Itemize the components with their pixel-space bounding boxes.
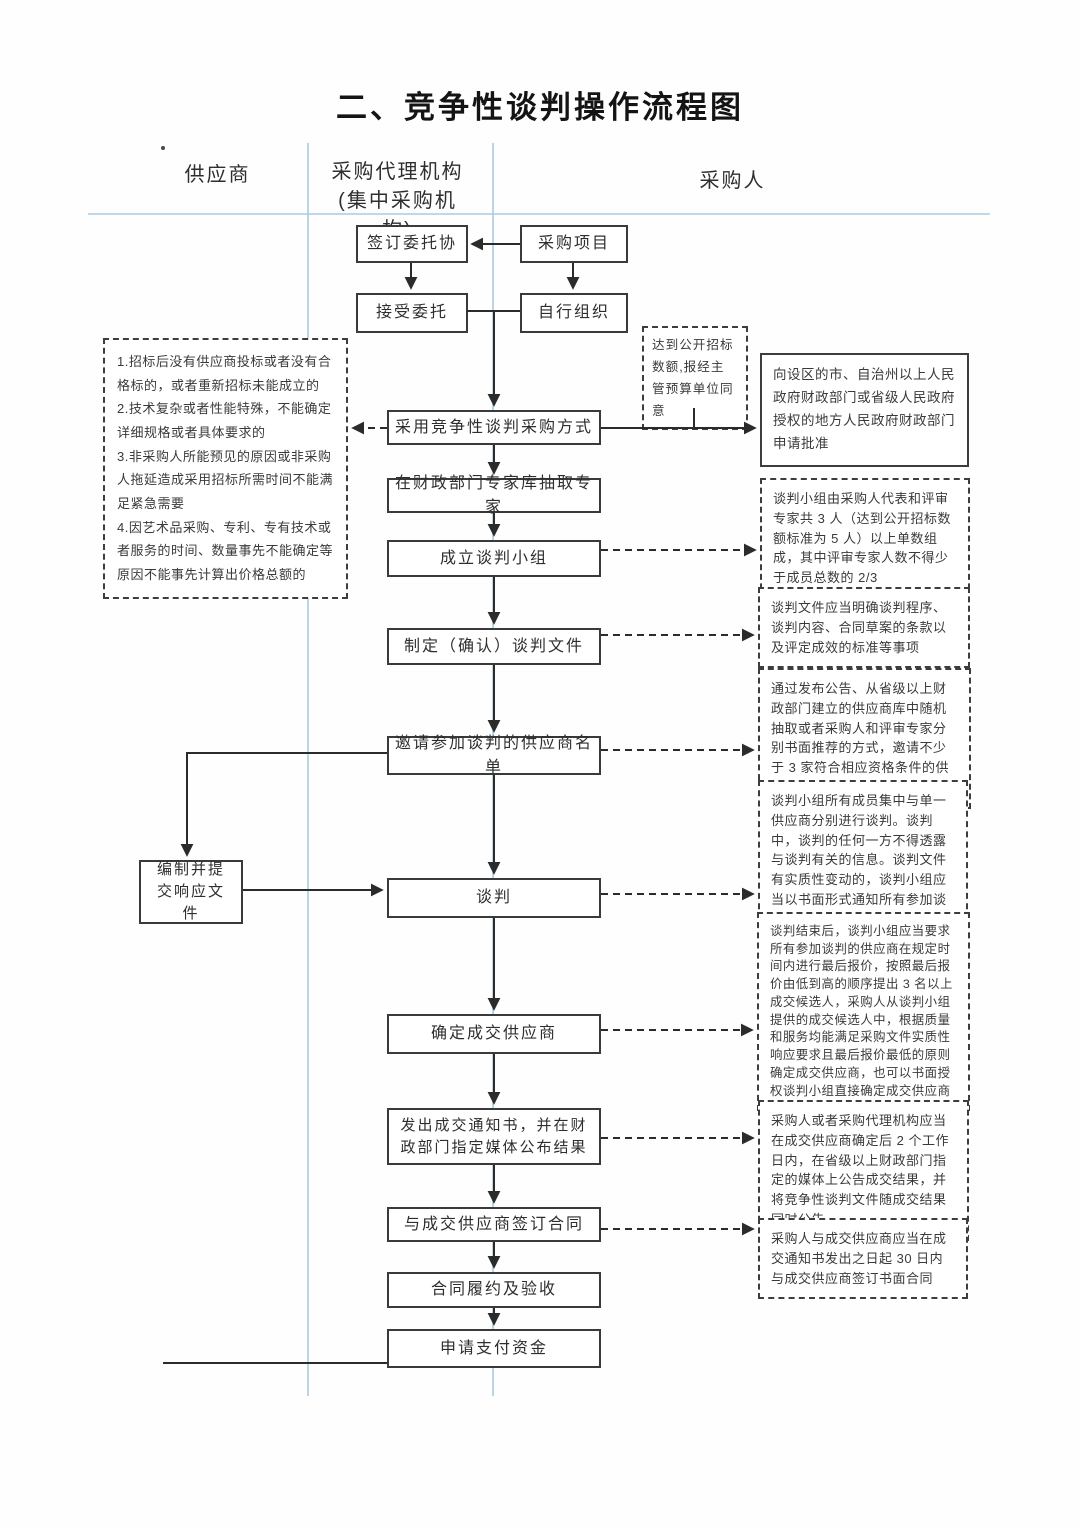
node-invite-list: 邀请参加谈判的供应商名单 <box>387 735 601 776</box>
node-form-team: 成立谈判小组 <box>387 540 601 577</box>
lane-label-agency-line1: 采购代理机构 <box>331 161 464 183</box>
condition-item: 1.招标后没有供应商投标或者没有合格标的，或者重新招标未能成立的 <box>117 354 332 393</box>
note-over-threshold: 达到公开招标数额,报经主管预算单位同意 <box>642 326 748 431</box>
node-make-docs: 制定（确认）谈判文件 <box>387 628 601 665</box>
condition-item: 3.非采购人所能预见的原因或非采购人拖延造成采用招标所需时间不能满足紧急需要 <box>117 448 334 511</box>
node-determine-winner: 确定成交供应商 <box>387 1014 601 1054</box>
node-request-payment: 申请支付资金 <box>387 1329 601 1368</box>
note-doc-requirements: 谈判文件应当明确谈判程序、谈判内容、合同草案的条款以及评定成效的标准等事项 <box>758 587 970 669</box>
note-final-quote-rules: 谈判结束后，谈判小组应当要求所有参加谈判的供应商在规定时间内进行最后报价，按照最… <box>757 912 970 1112</box>
node-project: 采购项目 <box>520 225 628 263</box>
node-perform-accept: 合同履约及验收 <box>387 1272 601 1308</box>
lane-label-supplier: 供应商 <box>184 164 251 186</box>
condition-item: 4.因艺术品采购、专利、专有技术或者服务的时间、数量事先不能确定等原因不能事先计… <box>117 519 334 582</box>
stray-mark <box>161 146 165 150</box>
note-announce-result: 采购人或者采购代理机构应当在成交供应商确定后 2 个工作日内，在省级以上财政部门… <box>758 1100 969 1241</box>
node-accept-entrust: 接受委托 <box>356 293 468 333</box>
node-issue-notice: 发出成交通知书，并在财政部门指定媒体公布结果 <box>387 1108 601 1165</box>
note-approval: 向设区的市、自治州以上人民政府财政部门或省级人民政府授权的地方人民政府财政部门申… <box>760 353 969 467</box>
node-negotiate: 谈判 <box>387 878 601 918</box>
condition-item: 2.技术复杂或者性能特殊，不能确定详细规格或者具体要求的 <box>117 401 332 440</box>
node-self-organize: 自行组织 <box>520 293 628 333</box>
node-sign-entrust: 签订委托协 <box>356 225 468 263</box>
node-draw-experts: 在财政部门专家库抽取专家 <box>387 475 601 516</box>
node-adopt-method: 采用竞争性谈判采购方式 <box>387 410 601 445</box>
note-contract-deadline: 采购人与成交供应商应当在成交通知书发出之日起 30 日内与成交供应商签订书面合同 <box>758 1218 968 1300</box>
node-sign-contract: 与成交供应商签订合同 <box>387 1207 601 1242</box>
note-team-composition: 谈判小组由采购人代表和评审专家共 3 人（达到公开招标数额标准为 5 人）以上单… <box>760 478 970 599</box>
page-title: 二、竞争性谈判操作流程图 <box>336 90 744 125</box>
lane-label-agency: 采购代理机构 (集中采购机构) <box>325 155 470 242</box>
node-prepare-response: 编制并提交响应文件 <box>139 860 243 924</box>
note-left-conditions: 1.招标后没有供应商投标或者没有合格标的，或者重新招标未能成立的 2.技术复杂或… <box>103 338 348 599</box>
lane-label-purchaser: 采购人 <box>699 170 766 192</box>
